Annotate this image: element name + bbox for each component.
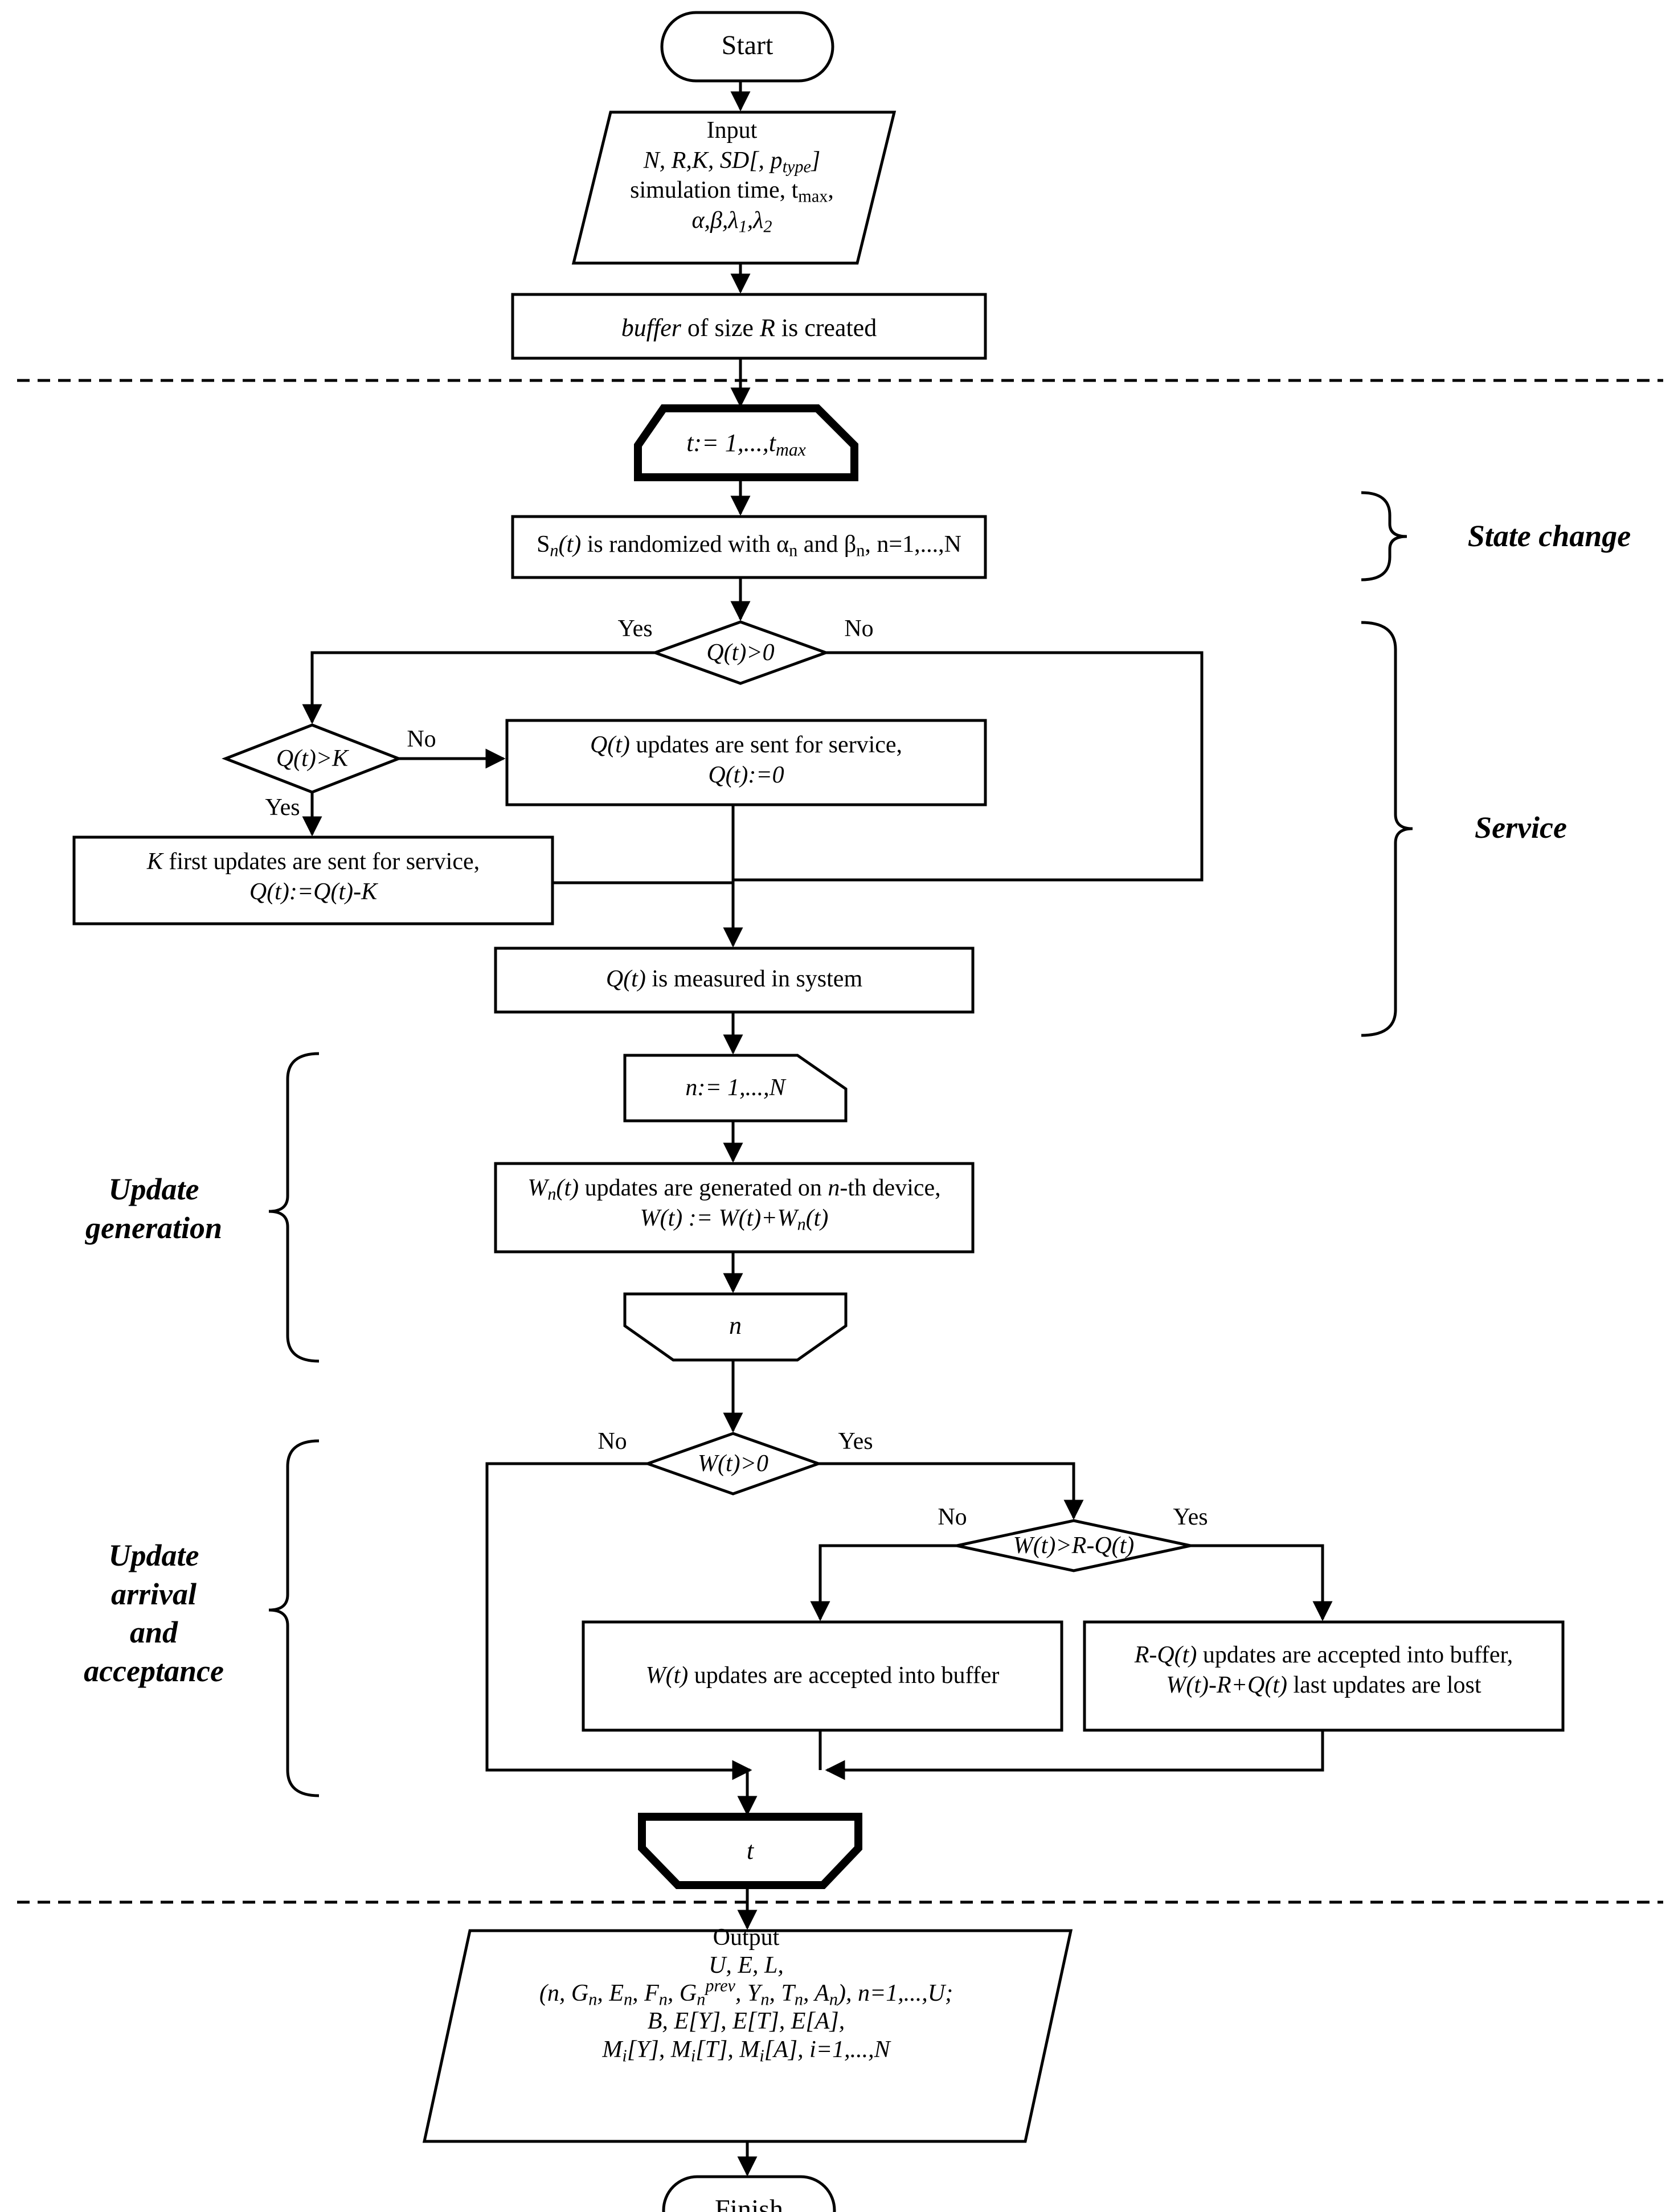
loop-t-end bbox=[638, 1813, 862, 1889]
decision-wrq-label: W(t)>R-Q(t) bbox=[1013, 1533, 1135, 1559]
input-parallelogram bbox=[571, 110, 897, 265]
send-all-box bbox=[505, 719, 987, 806]
decision-w-gt-0 bbox=[643, 1432, 823, 1496]
generate-text: Wn(t) updates are generated on n-th devi… bbox=[527, 1175, 941, 1234]
output-title: Output bbox=[713, 1924, 780, 1951]
line-q0-no bbox=[733, 651, 1204, 882]
arrow-wrq-yes bbox=[1190, 1544, 1333, 1621]
section-update-arrival: Update arrival and acceptance bbox=[84, 1538, 224, 1688]
input-text: Input N, R,K, SD[, ptype] simulation tim… bbox=[572, 116, 891, 235]
decision-qk-no: No bbox=[407, 726, 436, 752]
brace-state-change bbox=[1361, 491, 1407, 581]
decision-w0-label: W(t)>0 bbox=[698, 1451, 768, 1477]
decision-q-gt-0 bbox=[650, 620, 830, 685]
decision-q0-label: Q(t)>0 bbox=[706, 640, 775, 666]
decision-w0-no: No bbox=[597, 1428, 627, 1455]
loop-n-start bbox=[623, 1054, 848, 1123]
arrow-q0-yes bbox=[302, 651, 655, 724]
brace-service bbox=[1361, 621, 1413, 1037]
start-terminal bbox=[660, 11, 834, 83]
finish-label: Finish bbox=[714, 2194, 784, 2212]
buffer-create-text: buffer of size R is created bbox=[621, 314, 877, 342]
send-k-text: K first updates are sent for service, Q(… bbox=[146, 849, 480, 905]
loop-n-end bbox=[623, 1292, 848, 1362]
decision-q0-yes: Yes bbox=[617, 616, 653, 642]
arrow-w0-no bbox=[485, 1462, 752, 1780]
decision-q0-no: No bbox=[844, 616, 874, 642]
decision-w0-yes: Yes bbox=[838, 1428, 873, 1455]
input-line-rates: α,β,λ1,λ2 bbox=[691, 207, 772, 236]
loop-n-end-label: n bbox=[729, 1312, 742, 1340]
buffer-create-box bbox=[511, 293, 987, 360]
input-line-params: N, R,K, SD[, ptype] bbox=[643, 147, 821, 177]
decision-wrq-yes: Yes bbox=[1173, 1504, 1208, 1530]
section-update-generation: Update generation bbox=[85, 1172, 223, 1245]
state-randomize-box bbox=[511, 515, 987, 579]
send-k-box bbox=[72, 835, 554, 925]
measure-text: Q(t) is measured in system bbox=[605, 966, 863, 992]
loop-t-start bbox=[634, 404, 858, 481]
decision-wrq-no: No bbox=[938, 1504, 967, 1530]
accept-part-box bbox=[1083, 1620, 1565, 1732]
arrow-acceptpart-merge bbox=[825, 1730, 1324, 1780]
decision-qk-label: Q(t)>K bbox=[276, 745, 349, 772]
start-label: Start bbox=[721, 30, 773, 60]
arrow-w0-yes bbox=[818, 1462, 1084, 1520]
section-state-change: State change bbox=[1467, 519, 1631, 553]
finish-terminal bbox=[662, 2175, 836, 2212]
brace-update-generation bbox=[268, 1052, 320, 1363]
brace-update-arrival bbox=[268, 1439, 320, 1797]
accept-part-text: R-Q(t) updates are accepted into buffer,… bbox=[1134, 1642, 1513, 1698]
arrow-wrq-no bbox=[810, 1544, 957, 1621]
accept-all-box bbox=[582, 1620, 1063, 1732]
input-title: Input bbox=[706, 117, 758, 144]
loop-t-start-label: t:= 1,...,tmax bbox=[686, 429, 806, 460]
output-text: Output U, E, L, (n, Gn, En, Fn, Gnprev, … bbox=[444, 1924, 1048, 2064]
send-all-text: Q(t) updates are sent for service, Q(t):… bbox=[590, 732, 903, 788]
output-parallelogram bbox=[422, 1929, 1073, 2143]
input-line-time: simulation time, tmax, bbox=[630, 177, 834, 206]
generate-box bbox=[494, 1162, 975, 1254]
measure-box bbox=[494, 947, 975, 1014]
state-randomize-text: Sn(t) is randomized with αn and βn, n=1,… bbox=[537, 531, 961, 560]
section-service: Service bbox=[1475, 810, 1567, 845]
loop-n-start-label: n:= 1,...,N bbox=[685, 1075, 785, 1101]
decision-w-gt-rq bbox=[956, 1519, 1191, 1572]
loop-t-end-label: t bbox=[746, 1837, 754, 1865]
accept-all-text: W(t) updates are accepted into buffer bbox=[645, 1662, 1000, 1689]
decision-qk-yes: Yes bbox=[265, 794, 300, 821]
